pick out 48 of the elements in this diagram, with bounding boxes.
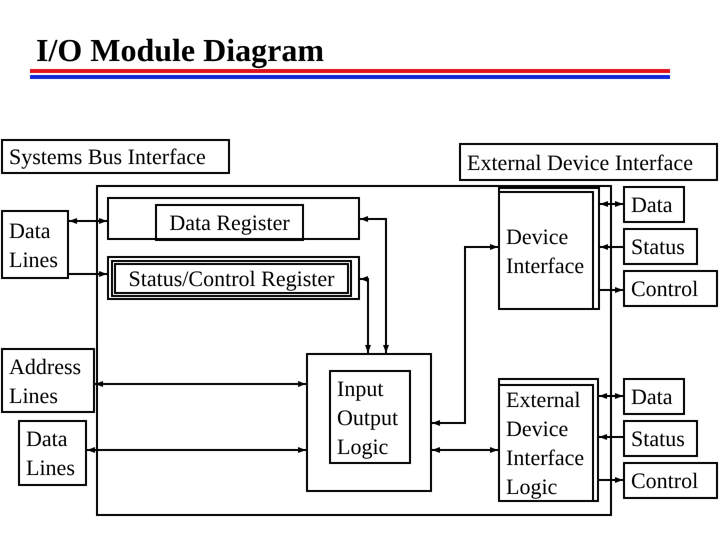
register-label: Data Register	[169, 209, 290, 237]
signal-label: Control	[631, 467, 698, 495]
double-arrow	[599, 393, 623, 399]
section-heading: Systems Bus Interface	[9, 143, 206, 171]
signal-label: Data	[631, 383, 673, 411]
section-heading-box	[459, 143, 718, 181]
double-arrow	[95, 381, 306, 387]
bus-lines-label: Data Lines	[26, 425, 75, 482]
signal-box	[623, 270, 718, 307]
double-arrow	[432, 244, 498, 426]
logic-label: Input Output Logic	[337, 374, 398, 460]
diagram-title: I/O Module Diagram	[36, 32, 324, 68]
double-arrow	[360, 216, 389, 353]
double-arrow	[87, 447, 306, 453]
bus-lines-label: Data Lines	[9, 216, 58, 274]
bus-lines-box	[1, 348, 95, 413]
interface-box	[498, 187, 600, 310]
module-box	[96, 185, 612, 516]
logic-box	[498, 378, 599, 502]
signal-label: Data	[631, 191, 673, 219]
register-box	[107, 197, 360, 240]
signal-box	[623, 186, 685, 223]
signal-box	[623, 462, 718, 499]
double-arrow	[600, 201, 623, 207]
signal-label: Status	[631, 425, 685, 453]
signal-box	[623, 228, 698, 265]
section-heading-box	[1, 139, 230, 174]
signal-label: Control	[631, 275, 698, 303]
logic-label: External Device Interface Logic	[506, 386, 584, 501]
register-label: Status/Control Register	[128, 265, 334, 293]
arrow	[599, 434, 623, 440]
signal-box	[623, 378, 685, 415]
logic-box	[306, 353, 432, 492]
arrow	[600, 287, 623, 293]
arrow	[599, 477, 623, 483]
section-heading: External Device Interface	[467, 148, 693, 176]
register-box	[107, 256, 360, 300]
bus-lines-box	[18, 420, 87, 486]
double-arrow	[360, 276, 371, 353]
bus-lines-box	[1, 210, 69, 279]
signal-box	[623, 420, 698, 457]
interface-label: Device Interface	[506, 222, 584, 280]
arrow	[69, 271, 107, 277]
signal-label: Status	[631, 233, 685, 261]
double-arrow	[69, 218, 107, 224]
bus-lines-label: Address Lines	[9, 352, 82, 410]
arrow	[600, 244, 623, 250]
double-arrow	[432, 447, 498, 453]
